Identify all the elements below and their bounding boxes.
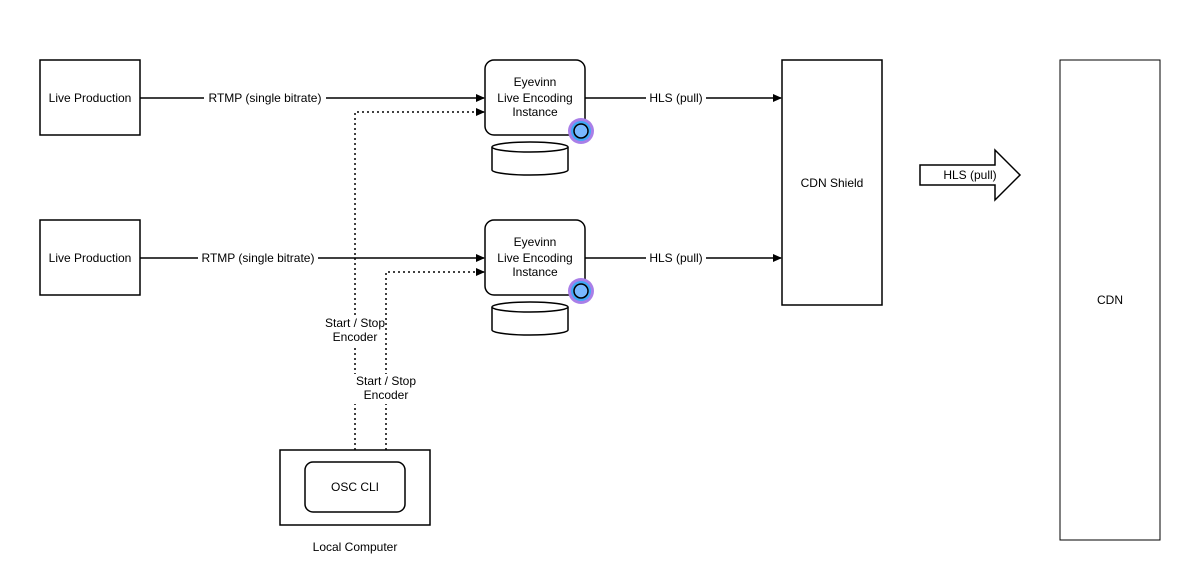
encoder-node-1[interactable]: Eyevinn Live Encoding Instance [484,59,586,136]
encoder-1-line-3: Instance [512,105,558,119]
control-label-1-line-2: Encoder [333,330,378,344]
cdn-node[interactable]: CDN [1059,59,1161,541]
cdn-shield-label: CDN Shield [801,176,864,190]
cdn-label: CDN [1097,293,1123,307]
control-label-2-line-1: Start / Stop [356,374,416,388]
database-icon-2 [491,301,569,336]
local-computer-node[interactable]: OSC CLI [279,449,431,526]
live-production-node-2[interactable]: Live Production [39,219,141,296]
rtmp-label-1: RTMP (single bitrate) [209,91,322,105]
control-label-2-line-2: Encoder [364,388,409,402]
live-production-node-1[interactable]: Live Production [39,59,141,136]
database-icon-1 [491,141,569,176]
encoder-2-status-icon [568,278,594,304]
hls-output-label: HLS (pull) [943,168,996,182]
encoder-2-line-1: Eyevinn [514,235,557,249]
live-production-label-2: Live Production [49,251,132,265]
control-label-1-line-1: Start / Stop [325,316,385,330]
rtmp-label-2: RTMP (single bitrate) [202,251,315,265]
osc-cli-label: OSC CLI [331,480,379,494]
encoder-1-line-2: Live Encoding [497,91,572,105]
hls-label-2: HLS (pull) [649,251,702,265]
hls-output-arrow: HLS (pull) [919,148,1022,202]
live-production-label-1: Live Production [49,91,132,105]
encoder-node-2[interactable]: Eyevinn Live Encoding Instance [484,219,586,296]
osc-cli-node[interactable] [304,461,406,513]
local-computer-label: Local Computer [313,540,398,554]
control-edge-2 [385,268,485,450]
encoder-2-line-3: Instance [512,265,558,279]
encoder-1-status-icon [568,118,594,144]
encoder-1-line-1: Eyevinn [514,75,557,89]
hls-label-1: HLS (pull) [649,91,702,105]
encoder-2-line-2: Live Encoding [497,251,572,265]
cdn-shield-node[interactable]: CDN Shield [781,59,883,306]
